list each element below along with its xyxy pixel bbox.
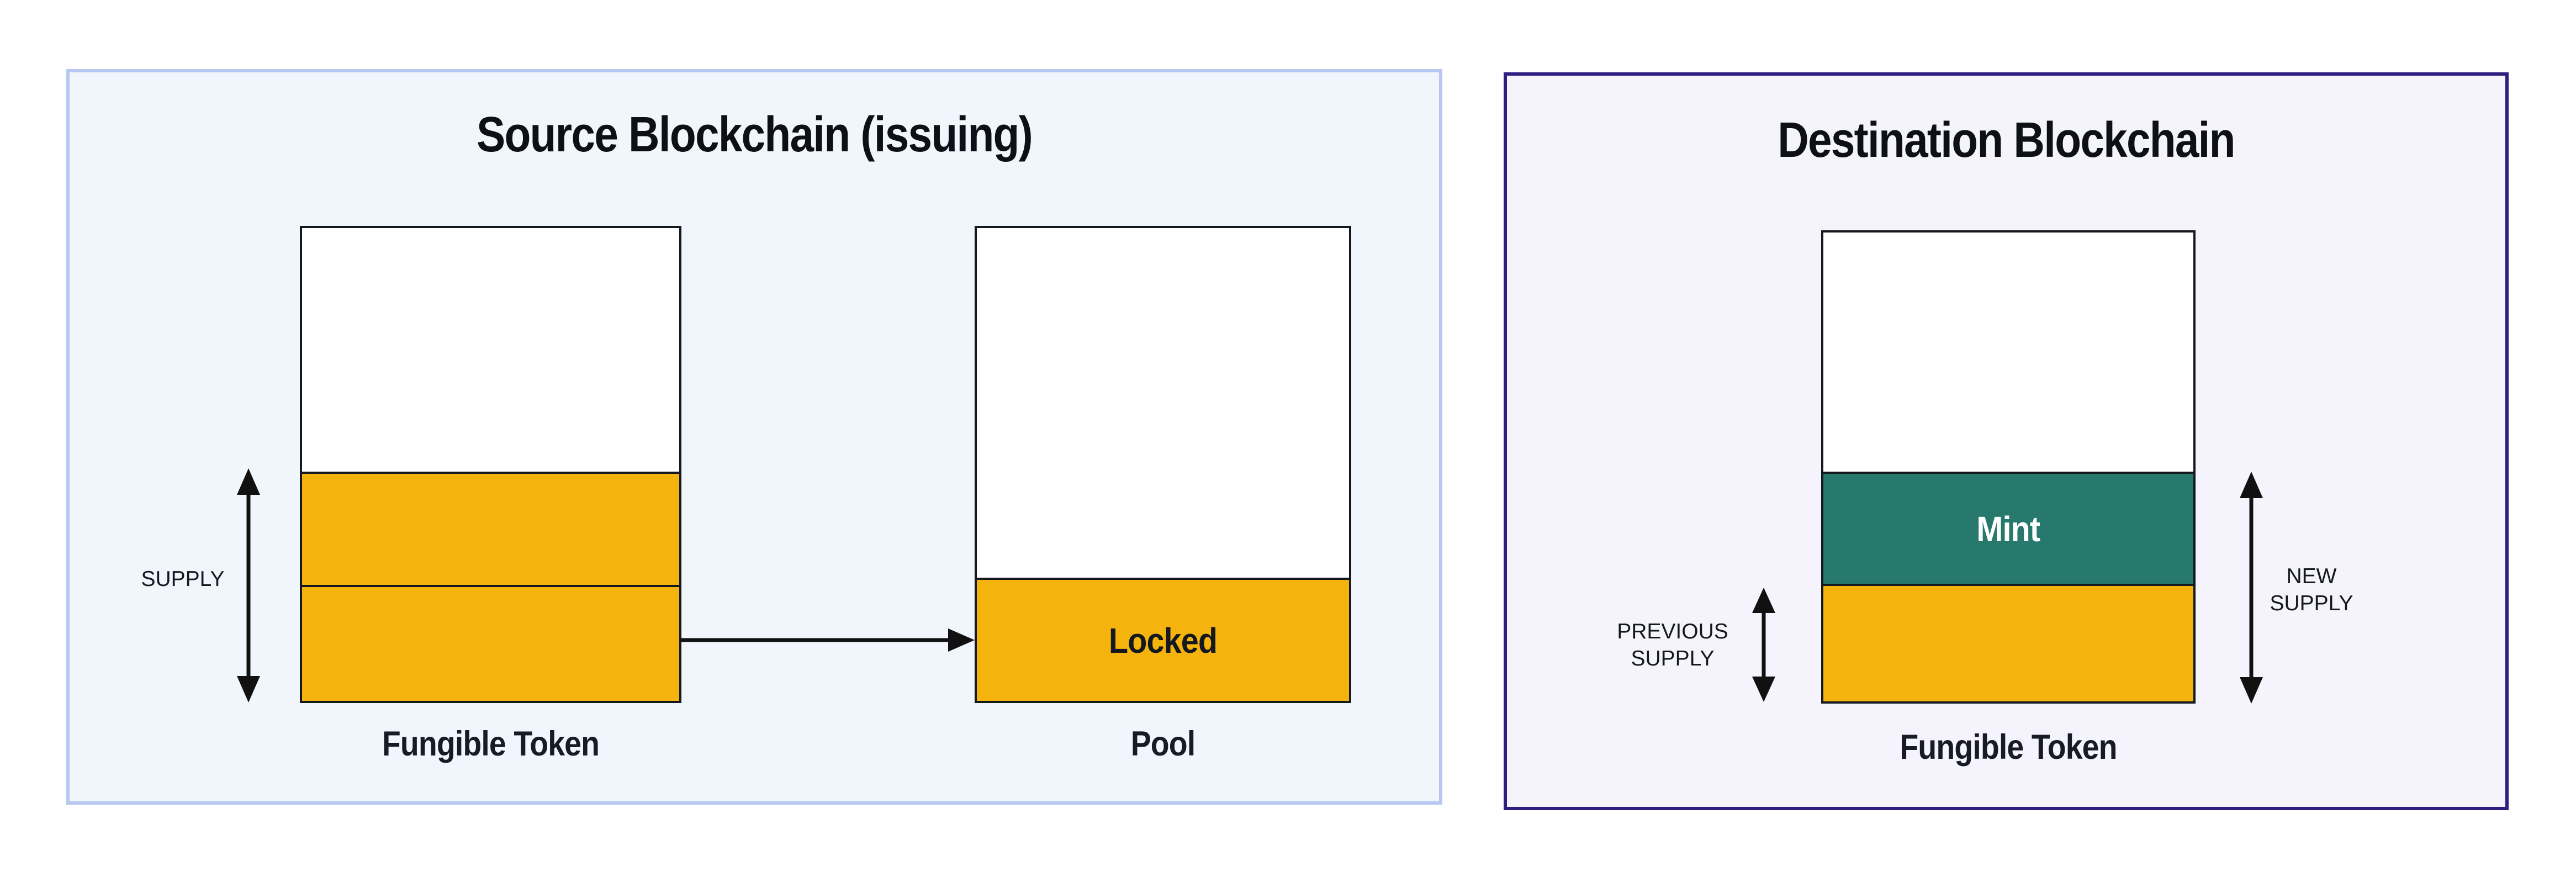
source-fungible-token-box — [300, 226, 681, 703]
pool-locked-segment: Locked — [977, 578, 1349, 701]
source-panel-title: Source Blockchain (issuing) — [477, 107, 1033, 162]
destination-fungible-token-box: Mint — [1821, 230, 2196, 704]
previous-supply-label: PREVIOUS SUPPLY — [1617, 620, 1728, 670]
supply-range-arrow — [236, 468, 261, 702]
pool-empty-segment — [977, 228, 1349, 578]
supply-label: SUPPLY — [141, 567, 225, 591]
locked-label: Locked — [1108, 620, 1218, 661]
source-token-empty-segment — [302, 228, 679, 472]
source-pool-box: Locked — [975, 226, 1351, 703]
source-token-caption: Fungible Token — [382, 725, 600, 763]
mint-label: Mint — [1976, 509, 2041, 549]
destination-previous-supply-segment — [1823, 584, 2193, 701]
source-token-supply-segment-upper — [302, 472, 679, 585]
mint-segment: Mint — [1823, 472, 2193, 584]
destination-blockchain-panel: Destination Blockchain Mint PREVIOUS SUP… — [1504, 72, 2509, 810]
new-supply-label: NEW SUPPLY — [2270, 564, 2353, 615]
previous-supply-range-arrow — [1752, 588, 1776, 702]
source-blockchain-panel: Source Blockchain (issuing) Locked SUPPL… — [66, 69, 1442, 805]
destination-panel-title: Destination Blockchain — [1778, 113, 2235, 168]
destination-token-empty-segment — [1823, 233, 2193, 472]
transfer-arrow — [681, 628, 975, 652]
pool-caption: Pool — [1130, 725, 1196, 763]
new-supply-range-arrow — [2239, 472, 2263, 704]
destination-token-caption: Fungible Token — [1900, 728, 2117, 767]
source-token-supply-segment-lower — [302, 585, 679, 701]
